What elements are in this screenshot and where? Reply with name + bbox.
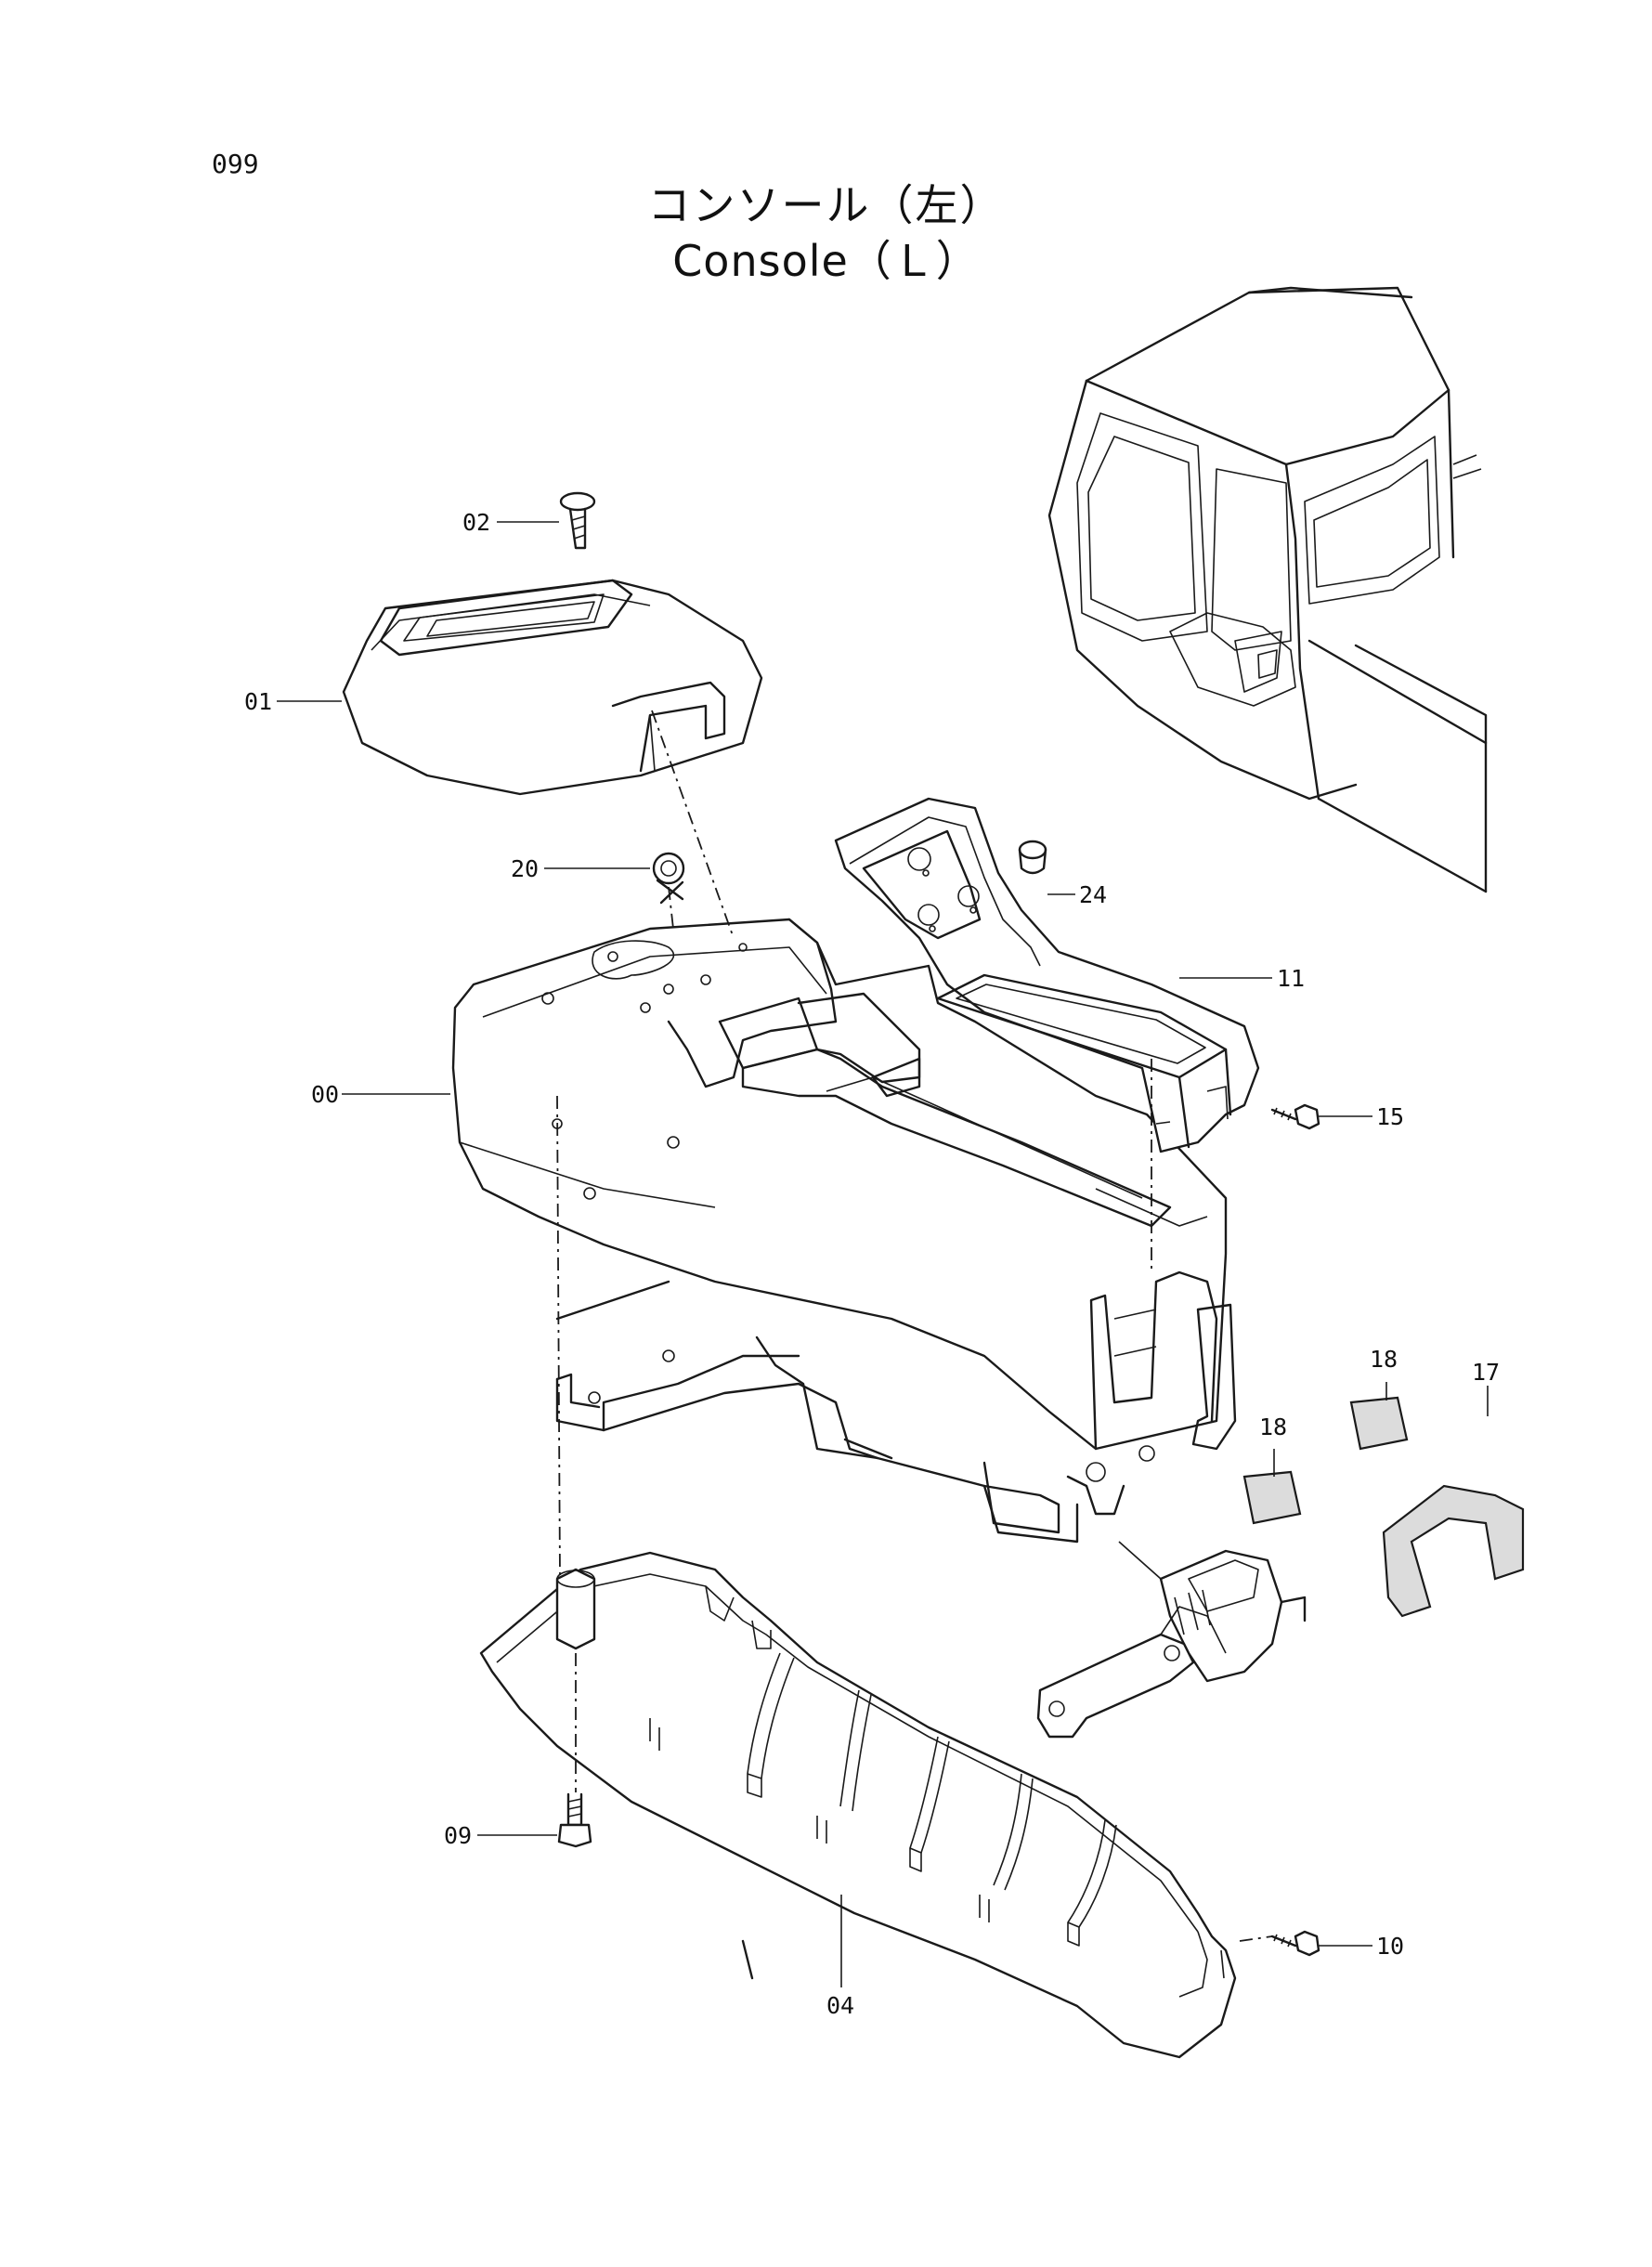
label-part-17: 17 — [1472, 1359, 1500, 1386]
label-part-09: 09 — [444, 1822, 472, 1849]
label-part-11: 11 — [1277, 965, 1305, 992]
label-part-15: 15 — [1376, 1103, 1404, 1130]
part-24-knob — [1018, 840, 1047, 875]
part-01-upper-cover — [342, 579, 763, 796]
label-part-00: 00 — [311, 1081, 339, 1108]
part-18-foam-pad-upper — [1349, 1396, 1409, 1451]
label-part-20: 20 — [511, 855, 539, 882]
part-20-clip — [652, 852, 685, 905]
part-17-u-foam — [1382, 1484, 1525, 1618]
part-02-screw — [559, 491, 596, 550]
part-18-foam-pad-lower — [1242, 1470, 1302, 1525]
part-04-lower-cover — [479, 1551, 1237, 2059]
label-part-01: 01 — [244, 688, 272, 715]
assembly-centerlines — [556, 710, 1273, 1942]
cab-inset-illustration — [1047, 286, 1488, 893]
label-part-02: 02 — [462, 509, 490, 536]
lever-bracket-assembly — [1036, 1541, 1307, 1739]
part-10-bolt — [1270, 1930, 1320, 1957]
label-part-04: 04 — [826, 1992, 854, 2019]
title-japanese: コンソール（左） — [647, 180, 1005, 230]
label-part-18-upper: 18 — [1370, 1346, 1398, 1373]
label-part-24: 24 — [1079, 881, 1107, 908]
part-00-console-body — [451, 918, 1237, 1544]
page-number: 099 — [212, 149, 259, 179]
part-11-right-cover — [834, 797, 1260, 1153]
title-english: Console（Ｌ） — [672, 236, 980, 286]
part-15-screw — [1270, 1103, 1320, 1130]
leader-lines — [277, 521, 1489, 1987]
label-part-18-lower: 18 — [1259, 1414, 1287, 1440]
label-part-10: 10 — [1376, 1933, 1404, 1960]
part-09-bolt — [557, 1792, 592, 1848]
